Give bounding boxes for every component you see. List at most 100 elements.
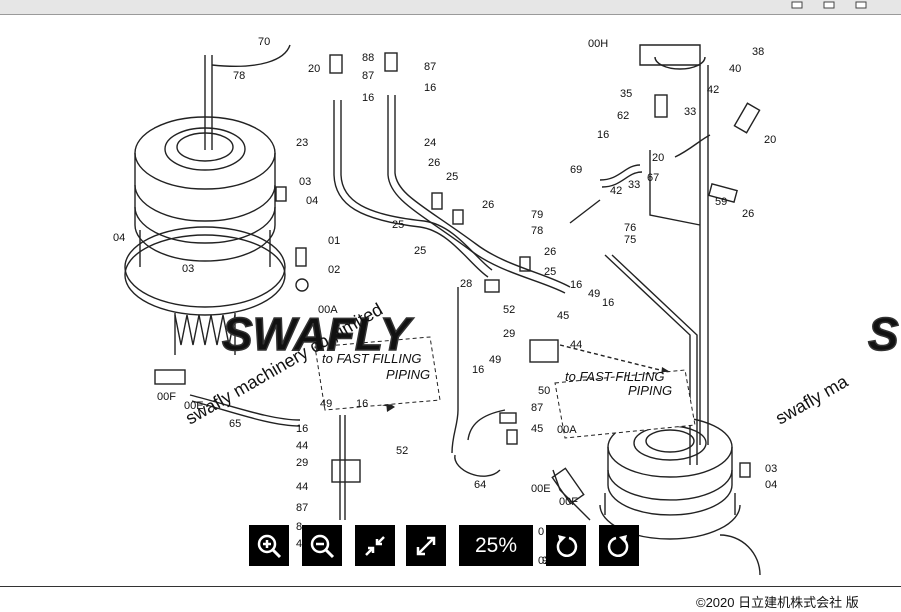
callout-label: 35 — [620, 88, 632, 100]
callout-label: 16 — [597, 129, 609, 141]
maximize-icon — [823, 1, 835, 9]
full-size-icon — [416, 536, 436, 555]
callout-label: 25 — [446, 171, 458, 183]
callout-label: 44 — [296, 481, 308, 493]
close-button[interactable] — [850, 0, 872, 10]
callout-label: 29 — [296, 457, 308, 469]
callout-label: 02 — [328, 264, 340, 276]
callout-label: 16 — [356, 398, 368, 410]
fast-filling-arrow-right — [559, 344, 673, 374]
callout-label: 00A — [557, 424, 577, 436]
callout-label: 87 — [296, 502, 308, 514]
window-title-bar — [0, 0, 901, 15]
callout-label: 79 — [531, 209, 543, 221]
minimize-icon — [791, 1, 803, 9]
callout-label: 16 — [570, 279, 582, 291]
callout-label: 20 — [764, 134, 776, 146]
rotate-left-button[interactable] — [546, 525, 586, 566]
image-viewer[interactable]: to FAST FILLING PIPING to FAST FILLING P… — [0, 15, 901, 585]
callout-label: 8 — [296, 521, 302, 533]
callout-label: 04 — [113, 232, 125, 244]
callout-label: 70 — [258, 36, 270, 48]
callout-label: 03 — [299, 176, 311, 188]
hose-lines — [189, 65, 711, 521]
callout-label: 49 — [489, 354, 501, 366]
callout-label: 24 — [424, 137, 436, 149]
callout-label: 50 — [538, 385, 550, 397]
close-icon — [855, 1, 867, 9]
callout-label: 87 — [362, 70, 374, 82]
watermark-text-edge: swafly ma — [772, 371, 852, 429]
callout-label: 20 — [308, 63, 320, 75]
zoom-level-label: 25% — [474, 533, 518, 557]
callout-label: 52 — [396, 445, 408, 457]
callout-label: 78 — [531, 225, 543, 237]
callout-label: 00F — [559, 496, 578, 508]
callout-label: 76 — [624, 222, 636, 234]
fast-filling-label: to FAST FILLING — [565, 369, 664, 384]
callout-label: 04 — [306, 195, 318, 207]
callout-label: 49 — [320, 398, 332, 410]
callout-label: 45 — [531, 423, 543, 435]
callout-label: 87 — [424, 61, 436, 73]
rotate-right-button[interactable] — [599, 525, 639, 566]
callout-label: 0 — [538, 526, 544, 538]
callout-label: 64 — [474, 479, 486, 491]
copyright-text: ©2020 日立建机株式会社 版 — [696, 595, 859, 610]
rotate-left-icon — [556, 534, 578, 557]
callout-label: 16 — [424, 82, 436, 94]
callout-label: 03 — [182, 263, 194, 275]
zoom-in-button[interactable] — [249, 525, 289, 566]
callout-label: 33 — [628, 179, 640, 191]
fast-filling-label: to FAST FILLING — [322, 351, 421, 366]
callout-label: 28 — [460, 278, 472, 290]
callout-label: 52 — [503, 304, 515, 316]
callout-label: 69 — [570, 164, 582, 176]
fast-filling-label: PIPING — [628, 383, 672, 398]
callout-label: 26 — [428, 157, 440, 169]
callout-label: 9 — [542, 555, 548, 567]
zoom-out-button[interactable] — [302, 525, 342, 566]
fast-filling-label: PIPING — [386, 367, 430, 382]
callout-label: 87 — [531, 402, 543, 414]
full-size-button[interactable] — [406, 525, 446, 566]
footer-bar: ©2020 日立建机株式会社 版 — [0, 586, 901, 612]
minimize-button[interactable] — [786, 0, 808, 10]
callout-label: 16 — [602, 297, 614, 309]
callout-label: 00E — [184, 400, 204, 412]
callout-label: 38 — [752, 46, 764, 58]
zoom-out-icon — [310, 534, 335, 558]
callout-label: 25 — [544, 266, 556, 278]
callout-label: 16 — [472, 364, 484, 376]
callout-label: 00F — [157, 391, 176, 403]
zoom-in-icon — [257, 534, 282, 558]
callout-label: 62 — [617, 110, 629, 122]
callout-label: 20 — [652, 152, 664, 164]
callout-label: 29 — [503, 328, 515, 340]
callout-label: 78 — [233, 70, 245, 82]
callout-label: 59 — [715, 196, 727, 208]
callout-label: 4 — [296, 538, 302, 550]
callout-label: 25 — [414, 245, 426, 257]
callout-label: 23 — [296, 137, 308, 149]
callout-label: 67 — [647, 172, 659, 184]
callout-label: 44 — [296, 440, 308, 452]
rotate-right-icon — [607, 534, 629, 557]
callout-label: 16 — [296, 423, 308, 435]
callout-label: 26 — [482, 199, 494, 211]
callout-label: 42 — [707, 84, 719, 96]
callout-label: 26 — [742, 208, 754, 220]
callout-label: 16 — [362, 92, 374, 104]
fast-filling-box-right — [554, 369, 696, 439]
maximize-button[interactable] — [818, 0, 840, 10]
callout-label: 49 — [588, 288, 600, 300]
fit-to-window-button[interactable] — [355, 525, 395, 566]
callout-label: 75 — [624, 234, 636, 246]
fit-to-window-icon — [365, 535, 385, 556]
callout-label: 00E — [531, 483, 551, 495]
swing-motor-left — [124, 44, 291, 355]
zoom-level-indicator: 25% — [459, 525, 533, 566]
callout-label: 88 — [362, 52, 374, 64]
callout-label: 25 — [392, 219, 404, 231]
callout-label: 33 — [684, 106, 696, 118]
